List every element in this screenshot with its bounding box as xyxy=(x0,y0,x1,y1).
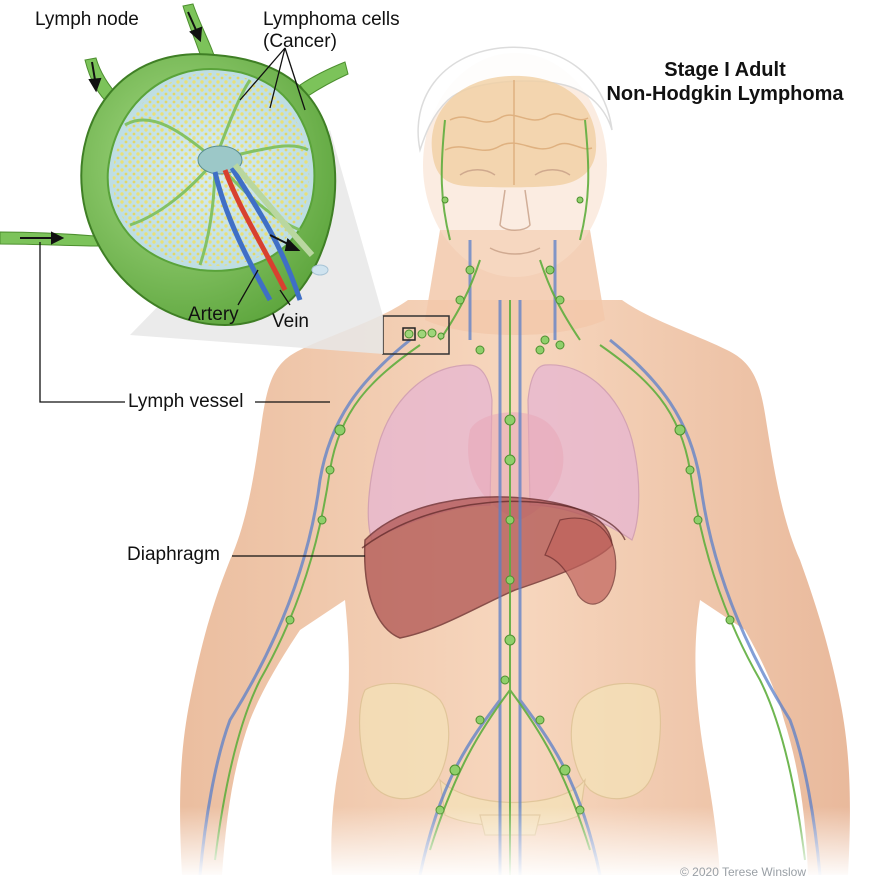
lymph-vessel-leader xyxy=(39,242,125,403)
lymphoma-cells-label: Lymphoma cells xyxy=(263,9,400,30)
vein-vessel xyxy=(212,171,273,302)
flow-arrows xyxy=(20,11,301,251)
affected-node-box xyxy=(402,327,416,341)
diaphragm-line xyxy=(361,500,626,549)
lymph-node-label: Lymph node xyxy=(35,9,139,30)
vein-leader xyxy=(279,289,291,306)
efferent-droplet xyxy=(311,264,329,276)
diaphragm-label: Diaphragm xyxy=(127,544,220,565)
page-title: Stage I Adult Non-Hodgkin Lymphoma xyxy=(580,58,870,106)
title-line-1: Stage I Adult xyxy=(664,59,786,81)
lymphoma-leader-lines xyxy=(239,47,306,111)
vein-label: Vein xyxy=(272,311,309,332)
title-line-2: Non-Hodgkin Lymphoma xyxy=(606,83,844,105)
hair xyxy=(417,46,613,153)
label-leader-lines xyxy=(39,242,365,557)
heart xyxy=(468,412,564,520)
afferent-vessel-right xyxy=(299,61,349,97)
affected-lymph-nodes xyxy=(404,328,445,340)
human-body xyxy=(0,46,870,875)
bottom-fade xyxy=(0,600,870,875)
lymph-vessel-label: Lymph vessel xyxy=(128,391,244,412)
artery-leader xyxy=(237,269,259,306)
node-hilum xyxy=(197,145,243,175)
cancer-label: (Cancer) xyxy=(263,31,337,52)
artery-vessel xyxy=(222,169,288,292)
vein-vessel-2 xyxy=(229,166,303,301)
artery-label: Artery xyxy=(188,304,239,325)
efferent-vessel xyxy=(232,163,315,258)
right-lung xyxy=(527,364,640,541)
lymph-node-inset xyxy=(0,3,349,327)
brain-folds xyxy=(444,80,593,185)
face xyxy=(459,169,571,255)
copyright-text: © 2020 Terese Winslow xyxy=(680,865,807,879)
stomach xyxy=(544,517,617,605)
